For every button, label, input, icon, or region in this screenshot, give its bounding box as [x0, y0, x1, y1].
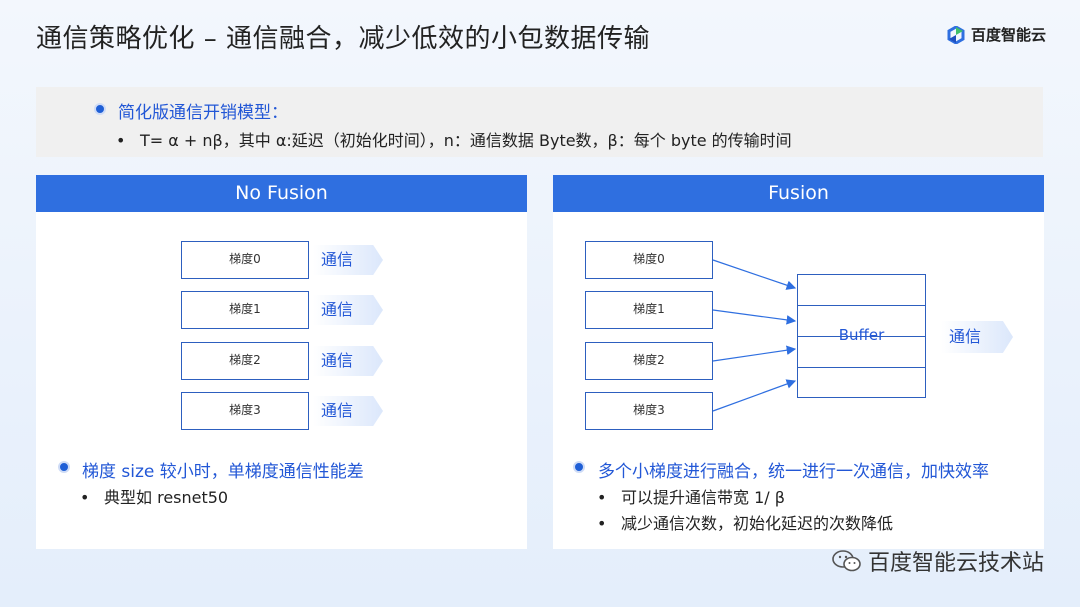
fusion-panel: Fusion 梯度0 梯度1 梯度2 梯度3 Buffer 通信 多个小梯度进行…	[553, 175, 1044, 549]
wechat-icon	[832, 550, 861, 572]
comm-arrow-fused: 通信	[941, 321, 1013, 353]
fusion-note-bullet-1: • 减少通信次数，初始化延迟的次数降低	[597, 510, 893, 534]
no-fusion-note-heading: 梯度 size 较小时，单梯度通信性能差	[82, 462, 364, 482]
gradient-box-2: 梯度2	[181, 342, 309, 380]
bullet-mark: •	[597, 488, 607, 507]
bullet-mark: •	[597, 514, 607, 533]
comm-arrow-3: 通信	[313, 396, 383, 426]
fusion-header: Fusion	[553, 175, 1044, 212]
intro-body: T= α + nβ，其中 α:延迟（初始化时间），n：通信数据 Byte数，β：…	[140, 131, 792, 150]
bullet-dot-icon	[94, 103, 106, 115]
arrow-2	[712, 345, 797, 362]
comm-arrow-1: 通信	[313, 295, 383, 325]
brand-name: 百度智能云	[970, 26, 1046, 44]
gradient-box-1: 梯度1	[181, 291, 309, 329]
comm-arrow-0: 通信	[313, 245, 383, 275]
fusion-note-bullet-0: • 可以提升通信带宽 1/ β	[597, 484, 785, 508]
bullet-dot-icon	[573, 461, 585, 473]
bullet-mark: •	[80, 488, 90, 507]
intro-body-line: • T= α + nβ，其中 α:延迟（初始化时间），n：通信数据 Byte数，β…	[116, 127, 792, 151]
buffer-divider	[798, 305, 925, 306]
no-fusion-header: No Fusion	[36, 175, 527, 212]
gradient-box-1: 梯度1	[585, 291, 713, 329]
buffer-divider	[798, 367, 925, 368]
arrow-3	[712, 379, 797, 412]
fusion-note-text-1: 减少通信次数，初始化延迟的次数降低	[621, 514, 894, 533]
comm-arrow-2: 通信	[313, 346, 383, 376]
gradient-box-3: 梯度3	[585, 392, 713, 430]
brand-logo: 百度智能云	[947, 24, 1046, 45]
fusion-note-text-0: 可以提升通信带宽 1/ β	[621, 488, 785, 507]
no-fusion-panel: No Fusion 梯度0 梯度1 梯度2 梯度3 通信 通信 通信 通信 梯度…	[36, 175, 527, 549]
no-fusion-note-text: 典型如 resnet50	[104, 488, 229, 507]
gradient-box-2: 梯度2	[585, 342, 713, 380]
gradient-box-3: 梯度3	[181, 392, 309, 430]
buffer-label: Buffer	[838, 326, 885, 344]
watermark-text: 百度智能云技术站	[867, 551, 1044, 576]
baidu-cloud-logo-icon	[947, 25, 965, 44]
gradient-box-0: 梯度0	[181, 241, 309, 279]
watermark: 百度智能云技术站	[832, 545, 1044, 577]
no-fusion-note-bullet: • 典型如 resnet50	[80, 484, 228, 508]
fusion-arrows	[712, 259, 797, 412]
intro-box: 简化版通信开销模型： • T= α + nβ，其中 α:延迟（初始化时间），n：通…	[36, 87, 1043, 157]
bullet-mark: •	[116, 131, 126, 150]
fusion-note-heading: 多个小梯度进行融合，统一进行一次通信，加快效率	[598, 462, 989, 482]
arrow-0	[712, 259, 797, 290]
arrow-1	[712, 309, 797, 325]
intro-heading: 简化版通信开销模型：	[118, 103, 288, 123]
page-title: 通信策略优化 – 通信融合，减少低效的小包数据传输	[36, 24, 651, 54]
buffer-divider	[798, 336, 925, 337]
gradient-box-0: 梯度0	[585, 241, 713, 279]
buffer-box: Buffer	[797, 274, 926, 398]
bullet-dot-icon	[58, 461, 70, 473]
